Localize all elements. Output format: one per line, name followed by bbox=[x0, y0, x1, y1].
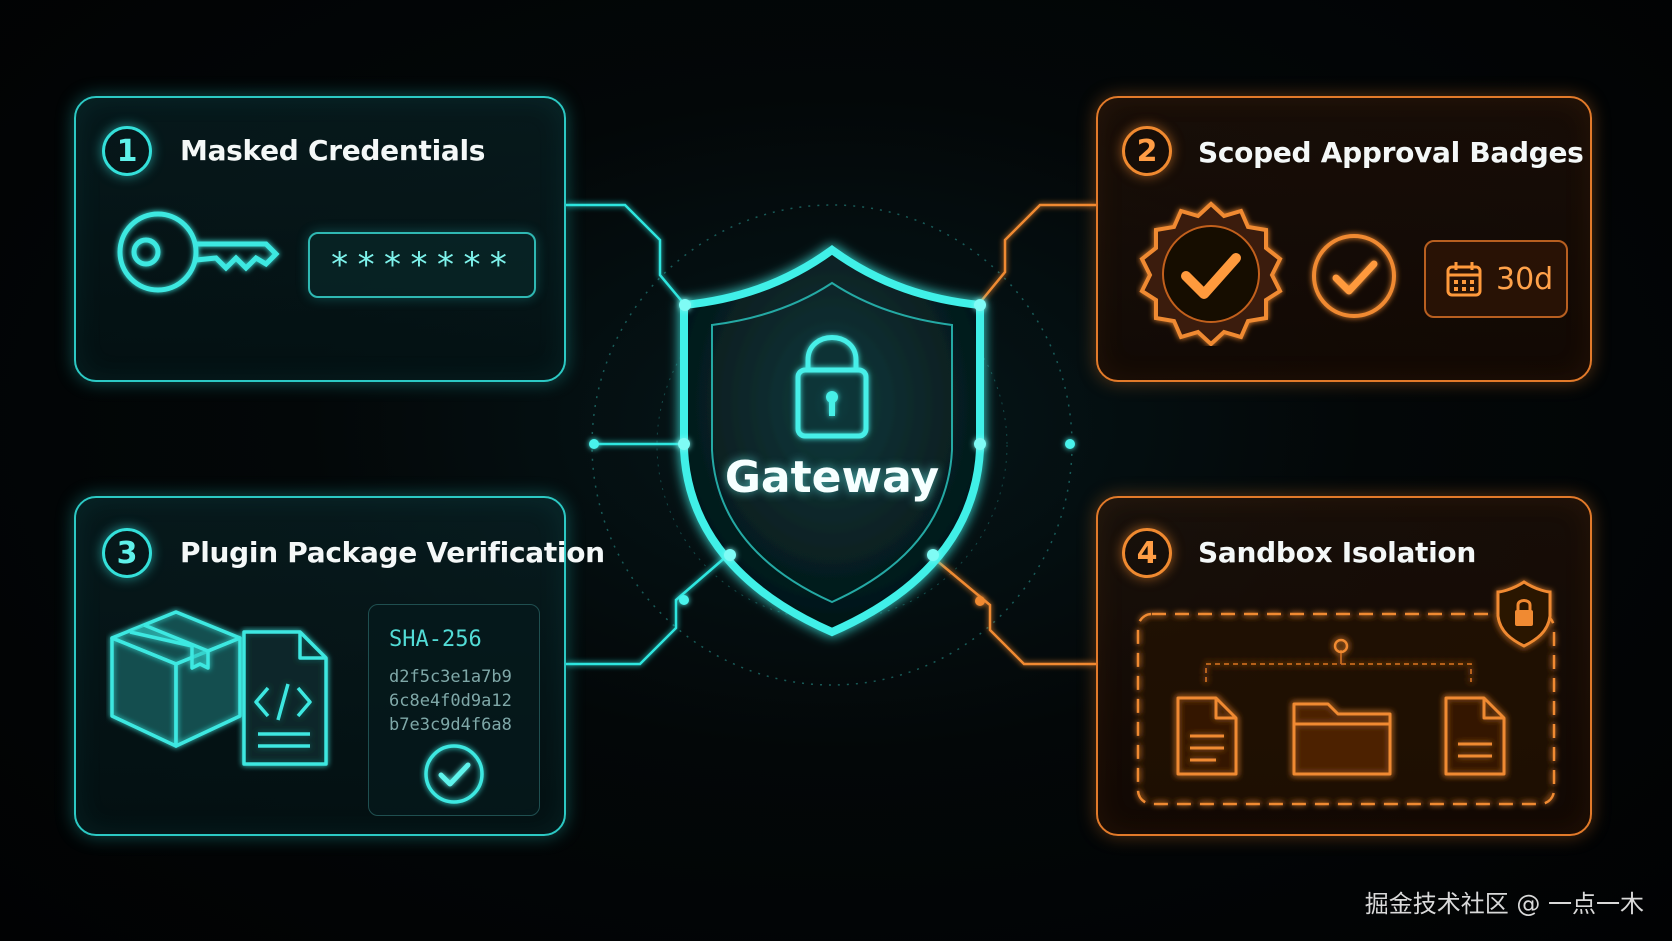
key-icon bbox=[117, 211, 280, 293]
package-box-icon bbox=[110, 610, 242, 748]
duration-badge: 30d bbox=[1424, 240, 1568, 318]
folder-icon bbox=[1292, 702, 1392, 776]
panel-title: Sandbox Isolation bbox=[1198, 536, 1476, 569]
hash-line: b7e3c9d4f6a8 bbox=[389, 715, 512, 735]
check-circle-icon bbox=[424, 744, 484, 804]
step-number: 3 bbox=[102, 528, 152, 578]
hash-line: 6c8e4f0d9a12 bbox=[389, 691, 512, 711]
panel-sandbox-isolation: 4 Sandbox Isolation bbox=[1096, 496, 1592, 836]
lock-icon bbox=[795, 335, 869, 439]
gateway-shield bbox=[678, 245, 986, 637]
panel-title: Masked Credentials bbox=[180, 134, 486, 167]
duration-text: 30d bbox=[1496, 261, 1554, 297]
panel-scoped-approval-badges: 2 Scoped Approval Badges bbox=[1096, 96, 1592, 382]
step-number: 4 bbox=[1122, 528, 1172, 578]
panel-plugin-package-verification: 3 Plugin Package Verification SHA-256 bbox=[74, 496, 605, 836]
watermark: 掘金技术社区 @ 一点一木 bbox=[1364, 890, 1644, 918]
document-icon bbox=[1176, 696, 1238, 776]
hash-line: d2f5c3e1a7b9 bbox=[389, 667, 512, 687]
hash-label: SHA-256 bbox=[389, 627, 482, 652]
orange-connectors bbox=[935, 203, 1096, 666]
step-number: 1 bbox=[102, 126, 152, 176]
shield-lock-icon bbox=[1496, 580, 1552, 648]
step-number: 2 bbox=[1122, 126, 1172, 176]
panel-masked-credentials: 1 Masked Credentials ******* bbox=[74, 96, 566, 382]
sandbox-diagram bbox=[1136, 580, 1556, 806]
hash-panel: SHA-256 d2f5c3e1a7b9 6c8e4f0d9a12 b7e3c9… bbox=[368, 604, 540, 816]
check-circle-icon bbox=[1312, 234, 1396, 318]
connector-nodes bbox=[589, 439, 1075, 606]
panel-title: Scoped Approval Badges bbox=[1198, 136, 1584, 169]
panel-title: Plugin Package Verification bbox=[180, 536, 605, 569]
code-file-icon bbox=[242, 630, 328, 766]
cyan-connectors bbox=[566, 203, 729, 666]
masked-credential-field: ******* bbox=[308, 232, 536, 298]
calendar-icon bbox=[1446, 262, 1482, 297]
gateway-label: Gateway bbox=[724, 452, 940, 503]
document-icon bbox=[1444, 696, 1506, 776]
seal-check-icon bbox=[1139, 201, 1283, 346]
